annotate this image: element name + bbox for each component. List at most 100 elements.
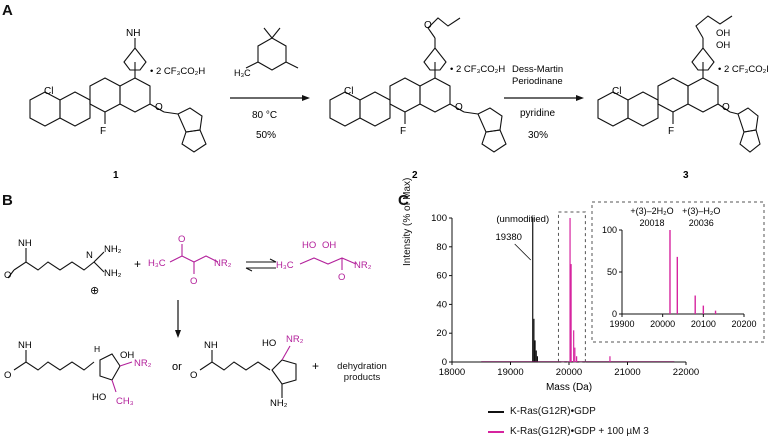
product-imidazoline-2 [199, 345, 297, 398]
b-h-1: H [94, 344, 100, 354]
b-o-5: O [4, 370, 11, 381]
compound-number-2: 2 [412, 170, 418, 181]
b-nh-2: NH [18, 340, 32, 351]
inset-x-tick-label: 20100 [691, 319, 716, 329]
step2-reagent-line2: Periodinane [512, 76, 563, 87]
inset-value-1: 20018 [639, 218, 664, 228]
b-nh-3: NH [204, 340, 218, 351]
y-tick-label: 100 [431, 213, 447, 224]
inset-y-tick-label: 100 [602, 225, 617, 235]
atom-oh-3b: OH [716, 40, 730, 51]
atom-o-3: O [722, 102, 730, 113]
atom-nh-1: NH [126, 28, 140, 39]
b-oh-2: OH [120, 350, 134, 361]
zoom-region-box [557, 211, 586, 363]
b-o-1: O [4, 270, 11, 281]
b-or: or [172, 361, 182, 373]
diketone-hydrate [299, 257, 357, 270]
y-axis-label: Intensity (% of Max) [402, 177, 413, 266]
y-tick-label: 0 [442, 357, 447, 368]
diketone-reagent [169, 244, 219, 274]
reagent-h3c: H₃C [234, 68, 251, 78]
atom-cl-2: Cl [344, 86, 353, 97]
y-tick-label: 60 [436, 271, 447, 282]
atom-oh-3a: OH [716, 28, 730, 39]
step2-reagent-line1: Dess-Martin [512, 64, 563, 75]
panel-label-b: B [2, 192, 13, 209]
legend-swatch-black [488, 411, 504, 413]
b-h3c-2: H₃C [276, 260, 294, 271]
b-o-4: O [338, 272, 345, 283]
product-imidazoline-1 [13, 350, 133, 393]
b-nr2-4: NR₂ [286, 334, 304, 345]
b-plus-1: + [134, 257, 141, 271]
dehydration-products-label: dehydration products [337, 361, 387, 383]
inset-annotation-1: +(3)–2H₂O [630, 206, 673, 216]
dioxinone-reagent [245, 27, 299, 71]
atom-f-2: F [400, 126, 406, 137]
b-ho-1: HO [302, 240, 316, 251]
b-ho-3: HO [262, 338, 276, 349]
inset-frame [591, 201, 765, 343]
y-tick-label: 40 [436, 299, 447, 310]
scheme-a: Cl F O NH • 2 CF₃CO₂H 1 H₃C 80 °C 50% Cl… [29, 15, 768, 181]
annotation-leader [514, 243, 532, 261]
b-o-6: O [190, 370, 197, 381]
b-positive-charge: ⊕ [90, 285, 99, 297]
b-nh2-1: NH₂ [104, 244, 122, 255]
b-h3c-1: H₃C [148, 258, 166, 269]
compound-3-structure [597, 15, 761, 153]
legend-label-2: K-Ras(G12R)•GDP + 100 µM 3 [510, 426, 649, 438]
atom-f-1: F [100, 126, 106, 137]
compound-1-structure [29, 38, 207, 153]
x-tick-label: 22000 [673, 367, 699, 378]
x-tick-label: 20000 [556, 367, 582, 378]
annotations: (unmodified)19380 [496, 214, 549, 261]
y-tick-label: 20 [436, 328, 447, 339]
b-plus-2: + [312, 359, 319, 373]
atom-cl-1: Cl [44, 86, 53, 97]
legend-label-1: K-Ras(G12R)•GDP [510, 406, 596, 418]
salt-2: • 2 CF₃CO₂H [450, 64, 505, 75]
inset-y-tick-label: 0 [612, 309, 617, 319]
step2-yield: 30% [528, 130, 548, 141]
b-nh2-3: NH₂ [270, 398, 288, 409]
atom-o-2: O [455, 102, 463, 113]
legend-swatch-magenta [488, 431, 504, 433]
atom-o-2b: O [424, 20, 432, 31]
compound-number-1: 1 [113, 170, 119, 181]
inset-x-tick-label: 19900 [609, 319, 634, 329]
atom-o-1: O [155, 102, 163, 113]
inset-x-tick-label: 20200 [731, 319, 756, 329]
b-nr2-1: NR₂ [214, 258, 232, 269]
b-o-3: O [190, 276, 197, 287]
inset-x-tick-label: 20000 [650, 319, 675, 329]
b-nh-1: NH [18, 238, 32, 249]
b-oh-1: OH [322, 240, 336, 251]
b-nr2-2: NR₂ [354, 260, 372, 271]
b-n-1: N [86, 250, 93, 261]
b-o-2: O [178, 234, 185, 245]
b-ch3-1: CH₃ [116, 396, 134, 407]
arginine-residue [7, 248, 105, 279]
b-nr2-3: NR₂ [134, 358, 152, 369]
compound-number-3: 3 [683, 170, 689, 181]
panel-label-c: C [398, 192, 409, 209]
inset-y-tick-label: 50 [607, 267, 617, 277]
y-tick-label: 80 [436, 242, 447, 253]
x-axis-label: Mass (Da) [546, 382, 592, 393]
x-tick-label: 19000 [497, 367, 523, 378]
legend: K-Ras(G12R)•GDP K-Ras(G12R)•GDP + 100 µM… [488, 404, 649, 440]
compound-2-structure [329, 17, 507, 153]
main-series [481, 218, 675, 362]
step2-base: pyridine [520, 108, 555, 119]
atom-cl-3: Cl [612, 86, 621, 97]
step1-yield: 50% [256, 130, 276, 141]
main-axes [451, 211, 686, 363]
x-tick-label: 21000 [614, 367, 640, 378]
b-ho-2: HO [92, 392, 106, 403]
inset-chart: 19900 20000 20100 20200 0 50 100 +(3)–2H₂O 20018… [591, 201, 765, 343]
panel-label-a: A [2, 2, 13, 19]
